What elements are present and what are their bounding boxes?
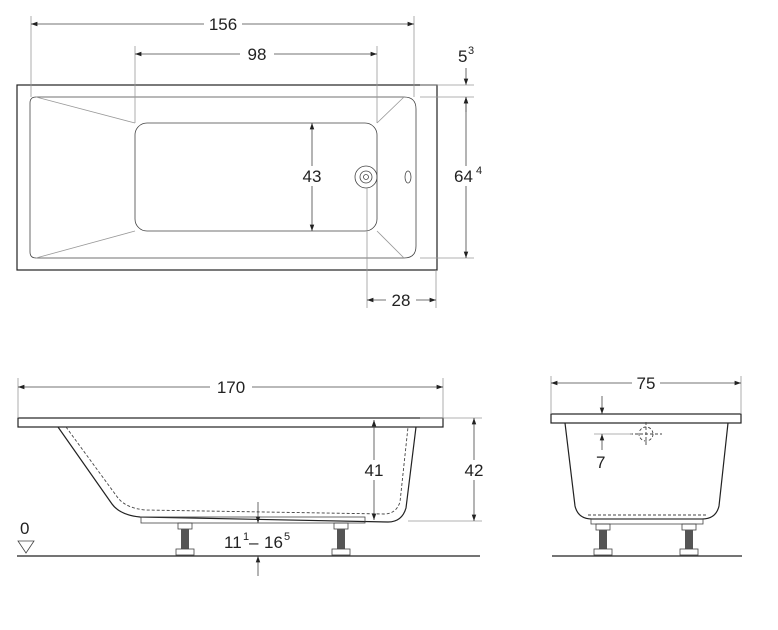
leg-left [175,522,195,556]
tub-rim [17,417,444,428]
leg-right [331,522,351,556]
dim-overflow-offset: 7 [596,453,605,472]
level-marker-icon [17,540,35,554]
dim-width: 75 [637,374,656,393]
top-view: 156 98 5 3 43 64 4 28 [16,14,486,310]
dim-overall-width-sup: 4 [476,165,482,177]
dim-height: 42 [465,461,484,480]
dim-inner-width: 43 [303,167,322,186]
base-frame [590,518,704,525]
leg-left [593,523,613,556]
dim-overall-length: 156 [209,15,237,34]
dim-leg-range-sep: – [249,533,259,552]
dim-inner-length: 98 [248,45,267,64]
floor-level-label: 0 [20,519,29,538]
dim-rim-offset-sup: 3 [468,45,474,57]
drain-icon [354,165,378,189]
dim-leg-range-b-sup: 5 [284,531,290,543]
tub-body [57,426,417,523]
dim-leg-range-a: 11 [224,533,242,552]
dim-length: 170 [217,378,245,397]
overflow-crosshair-icon [630,422,662,446]
tub-rim [550,413,742,424]
basin-outer-contour [29,96,417,259]
dim-leg-range-a-sup: 1 [243,531,249,543]
dim-rim-offset: 5 [458,47,467,66]
leg-right [679,523,699,556]
tub-inner-dashed [65,426,409,515]
base-frame [140,516,366,524]
basin-floor [134,122,378,232]
overflow-icon [404,170,412,184]
tub-body [564,422,729,520]
backrest-slope [35,96,405,259]
dim-drain-offset: 28 [392,291,411,310]
end-view: 75 7 [550,373,742,557]
side-view: 170 41 42 11 1 – 16 5 0 [17,377,488,576]
dim-overall-width: 64 [454,167,473,186]
dim-leg-range-b: 16 [264,533,283,552]
tub-outline [16,84,438,271]
dim-inner-depth: 41 [365,461,384,480]
